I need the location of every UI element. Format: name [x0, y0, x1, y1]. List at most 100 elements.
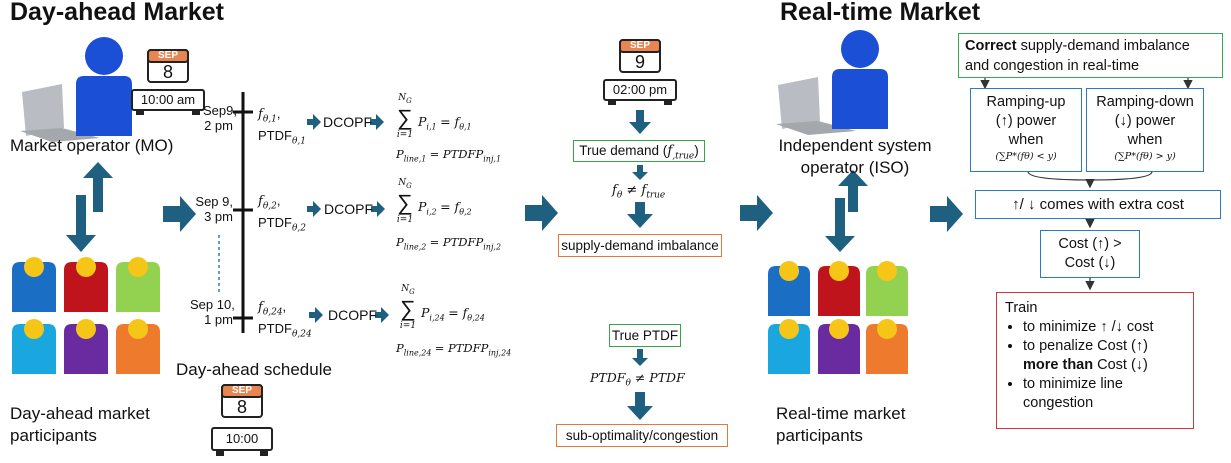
iso-line-1: Independent system	[778, 136, 932, 155]
calendar-icon-2	[603, 39, 677, 105]
true-demand-label: True demand (	[579, 143, 668, 158]
train-box: Train to minimize ↑ /↓ cost to penalize …	[996, 292, 1194, 429]
row-2-ptdf-sub: θ,2	[291, 223, 306, 234]
correct-rest: supply-demand imbalance	[1016, 38, 1190, 54]
mo-participants-arrows	[66, 162, 113, 252]
day-ahead-participants-icon	[12, 257, 160, 374]
row-3-f-sub: θ,24	[262, 307, 283, 318]
row-3-p: P	[421, 305, 430, 320]
train-list: to minimize ↑ /↓ cost to penalize Cost (…	[1005, 318, 1185, 413]
train-item-3-text: to minimize line	[1023, 376, 1123, 392]
cost-compare-l2: Cost (↓)	[1064, 255, 1116, 271]
train-item-2-text: to penalize Cost (↑)	[1023, 338, 1148, 354]
row-3-time: Sep 10, 1 pm	[190, 297, 235, 327]
market-operator-icon	[20, 37, 132, 142]
row-3-p-sub: i,24	[429, 313, 445, 323]
market-operator-label: Market operator (MO)	[10, 136, 174, 155]
neq-op: ≠ f	[622, 183, 647, 198]
row-1-ptdf-sub: θ,1	[291, 136, 306, 147]
row-1-f-sub: θ,1	[262, 114, 277, 125]
row-2-sum-top-sub: G	[406, 181, 412, 190]
row-3-dcopf: DCOPF	[328, 307, 377, 323]
row-arrows	[307, 114, 389, 323]
ramp-down-box: Ramping-down (↓) power when (∑P*(fθ) > y…	[1086, 88, 1204, 172]
real-time-participants-label: Real-time market participants	[776, 403, 905, 447]
calendar-3-time: 10:00	[225, 431, 259, 446]
row-1-time-l2: 2 pm	[204, 118, 233, 133]
row-3-sum: NG ∑ i=1	[397, 283, 419, 332]
ramp-down-l2: (↓) power	[1114, 113, 1176, 129]
cost-compare-l1: Cost (↑) >	[1058, 236, 1122, 252]
ramp-up-l1: Ramping-up	[986, 94, 1066, 110]
calendar-2-time: 02:00 pm	[612, 82, 668, 97]
row-3-balance: Pi,24 = fθ,24	[421, 305, 485, 323]
participants-line-1: Day-ahead market	[10, 404, 150, 423]
calendar-1-time: 10:00 am	[140, 92, 196, 107]
row-1-eq: = f	[440, 114, 460, 129]
row-2-line-eq-sub: inj,2	[483, 242, 502, 252]
flow-arrow-2	[525, 195, 558, 231]
correct-box: Correct supply-demand imbalance and cong…	[958, 33, 1223, 78]
train-item-1: to minimize ↑ /↓ cost	[1023, 318, 1185, 337]
calendar-3-day: 8	[236, 397, 247, 417]
row-3-time-l1: Sep 10,	[190, 297, 235, 312]
ptdf-neq-lhs: PTDF	[590, 370, 626, 385]
row-2-sum-top: N	[398, 178, 407, 188]
real-time-participants-icon	[768, 261, 908, 374]
ptdf-neq-rhs: ≠ PTDF	[630, 370, 685, 385]
train-item-2-after: Cost (↓)	[1093, 356, 1148, 373]
true-ptdf-box: True PTDF	[609, 324, 681, 347]
rt-participants-line-2: participants	[776, 426, 863, 445]
row-2-time-l1: Sep 9,	[195, 194, 233, 209]
participants-line-2: participants	[10, 426, 97, 445]
rt-participants-line-1: Real-time market	[776, 404, 906, 423]
ramp-down-l3: when	[1127, 132, 1163, 148]
flow-arrow-4	[930, 196, 963, 232]
row-2-sum: NG ∑ i=1	[394, 177, 416, 226]
true-demand-box: True demand (f,true)	[573, 140, 705, 162]
row-2-eq: = f	[440, 199, 460, 214]
correct-bold: Correct	[965, 38, 1017, 54]
row-2-dcopf: DCOPF	[324, 201, 373, 217]
row-2-balance: Pi,2 = fθ,2	[418, 199, 472, 217]
train-item-2: to penalize Cost (↑) more than Cost (↓)	[1023, 337, 1185, 374]
day-ahead-title: Day-ahead Market	[10, 0, 224, 26]
calendar-icon-3	[211, 384, 273, 456]
row-1-ptdf: PTDF	[258, 127, 292, 143]
demand-neq: fθ ≠ ftrue	[612, 182, 665, 201]
row-3-sum-top: N	[401, 284, 410, 294]
iso-label: Independent system operator (ISO)	[770, 135, 940, 179]
row-2-f: f	[258, 194, 263, 209]
row-3-line-p: P	[396, 341, 404, 355]
row-1-inputs: fθ,1, PTDFθ,1	[258, 106, 306, 147]
neq-lhs: f	[612, 183, 617, 198]
iso-participants-arrows	[825, 170, 868, 252]
true-demand-close: )	[694, 143, 699, 158]
ptdf-neq: PTDFθ ≠ PTDF	[590, 370, 685, 389]
iso-operator-icon	[776, 30, 888, 135]
row-2-eq-sub: θ,2	[459, 207, 472, 217]
ramp-up-box: Ramping-up (↑) power when (∑P*(fθ) < y)	[970, 88, 1082, 172]
row-1-sum-bottom: i=1	[396, 129, 414, 140]
row-1-line-eq: = PTDFP	[429, 147, 484, 161]
flow-arrow-3	[740, 195, 773, 231]
ramp-up-cond: (∑P*(fθ) < y)	[995, 151, 1057, 162]
row-1-line-p: P	[396, 147, 404, 161]
imbalance-box: supply-demand imbalance	[558, 234, 722, 257]
row-3-ptdf: PTDF	[258, 320, 292, 336]
row-3-sum-bottom: i=1	[399, 320, 417, 331]
row-3-ptdf-sub: θ,24	[291, 329, 312, 340]
row-3-eq-sub: θ,24	[467, 313, 485, 323]
row-1-balance: Pi,1 = fθ,1	[418, 114, 472, 132]
calendar-2-day: 9	[634, 52, 645, 72]
train-item-2-bold: more than	[1023, 356, 1094, 373]
true-demand-f: f	[667, 143, 673, 159]
row-1-sum-top: N	[398, 93, 407, 103]
row-1-f: f	[258, 107, 263, 122]
row-3-f: f	[258, 300, 263, 315]
row-1-p-sub: i,1	[426, 122, 437, 132]
row-2-line: Pline,2 = PTDFPinj,2	[396, 235, 501, 251]
ptdf-neq-sub: θ	[625, 378, 631, 389]
